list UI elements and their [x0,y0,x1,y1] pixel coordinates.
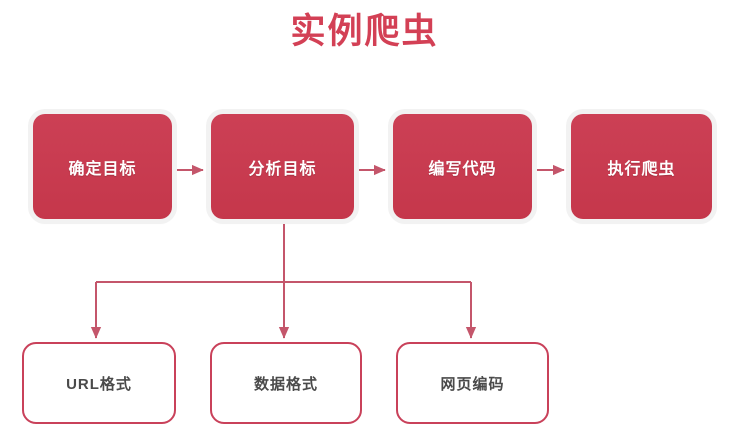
process-box-2-label: 分析目标 [248,160,317,178]
process-box-4-label: 执行爬虫 [607,160,676,178]
detail-box-3-label: 网页编码 [440,375,505,393]
process-box-3[interactable]: 编写代码 [393,114,532,219]
process-box-3-label: 编写代码 [428,160,497,178]
detail-box-2-label: 数据格式 [253,375,318,393]
detail-box-3[interactable]: 网页编码 [396,342,549,424]
process-box-1-label: 确定目标 [68,160,137,178]
detail-box-1[interactable]: URL格式 [22,342,176,424]
process-box-1[interactable]: 确定目标 [33,114,172,219]
page-title: 实例爬虫 [290,12,439,51]
detail-box-2[interactable]: 数据格式 [210,342,362,424]
detail-box-1-label: URL格式 [66,375,132,393]
process-box-4[interactable]: 执行爬虫 [571,114,712,219]
process-box-2[interactable]: 分析目标 [211,114,354,219]
